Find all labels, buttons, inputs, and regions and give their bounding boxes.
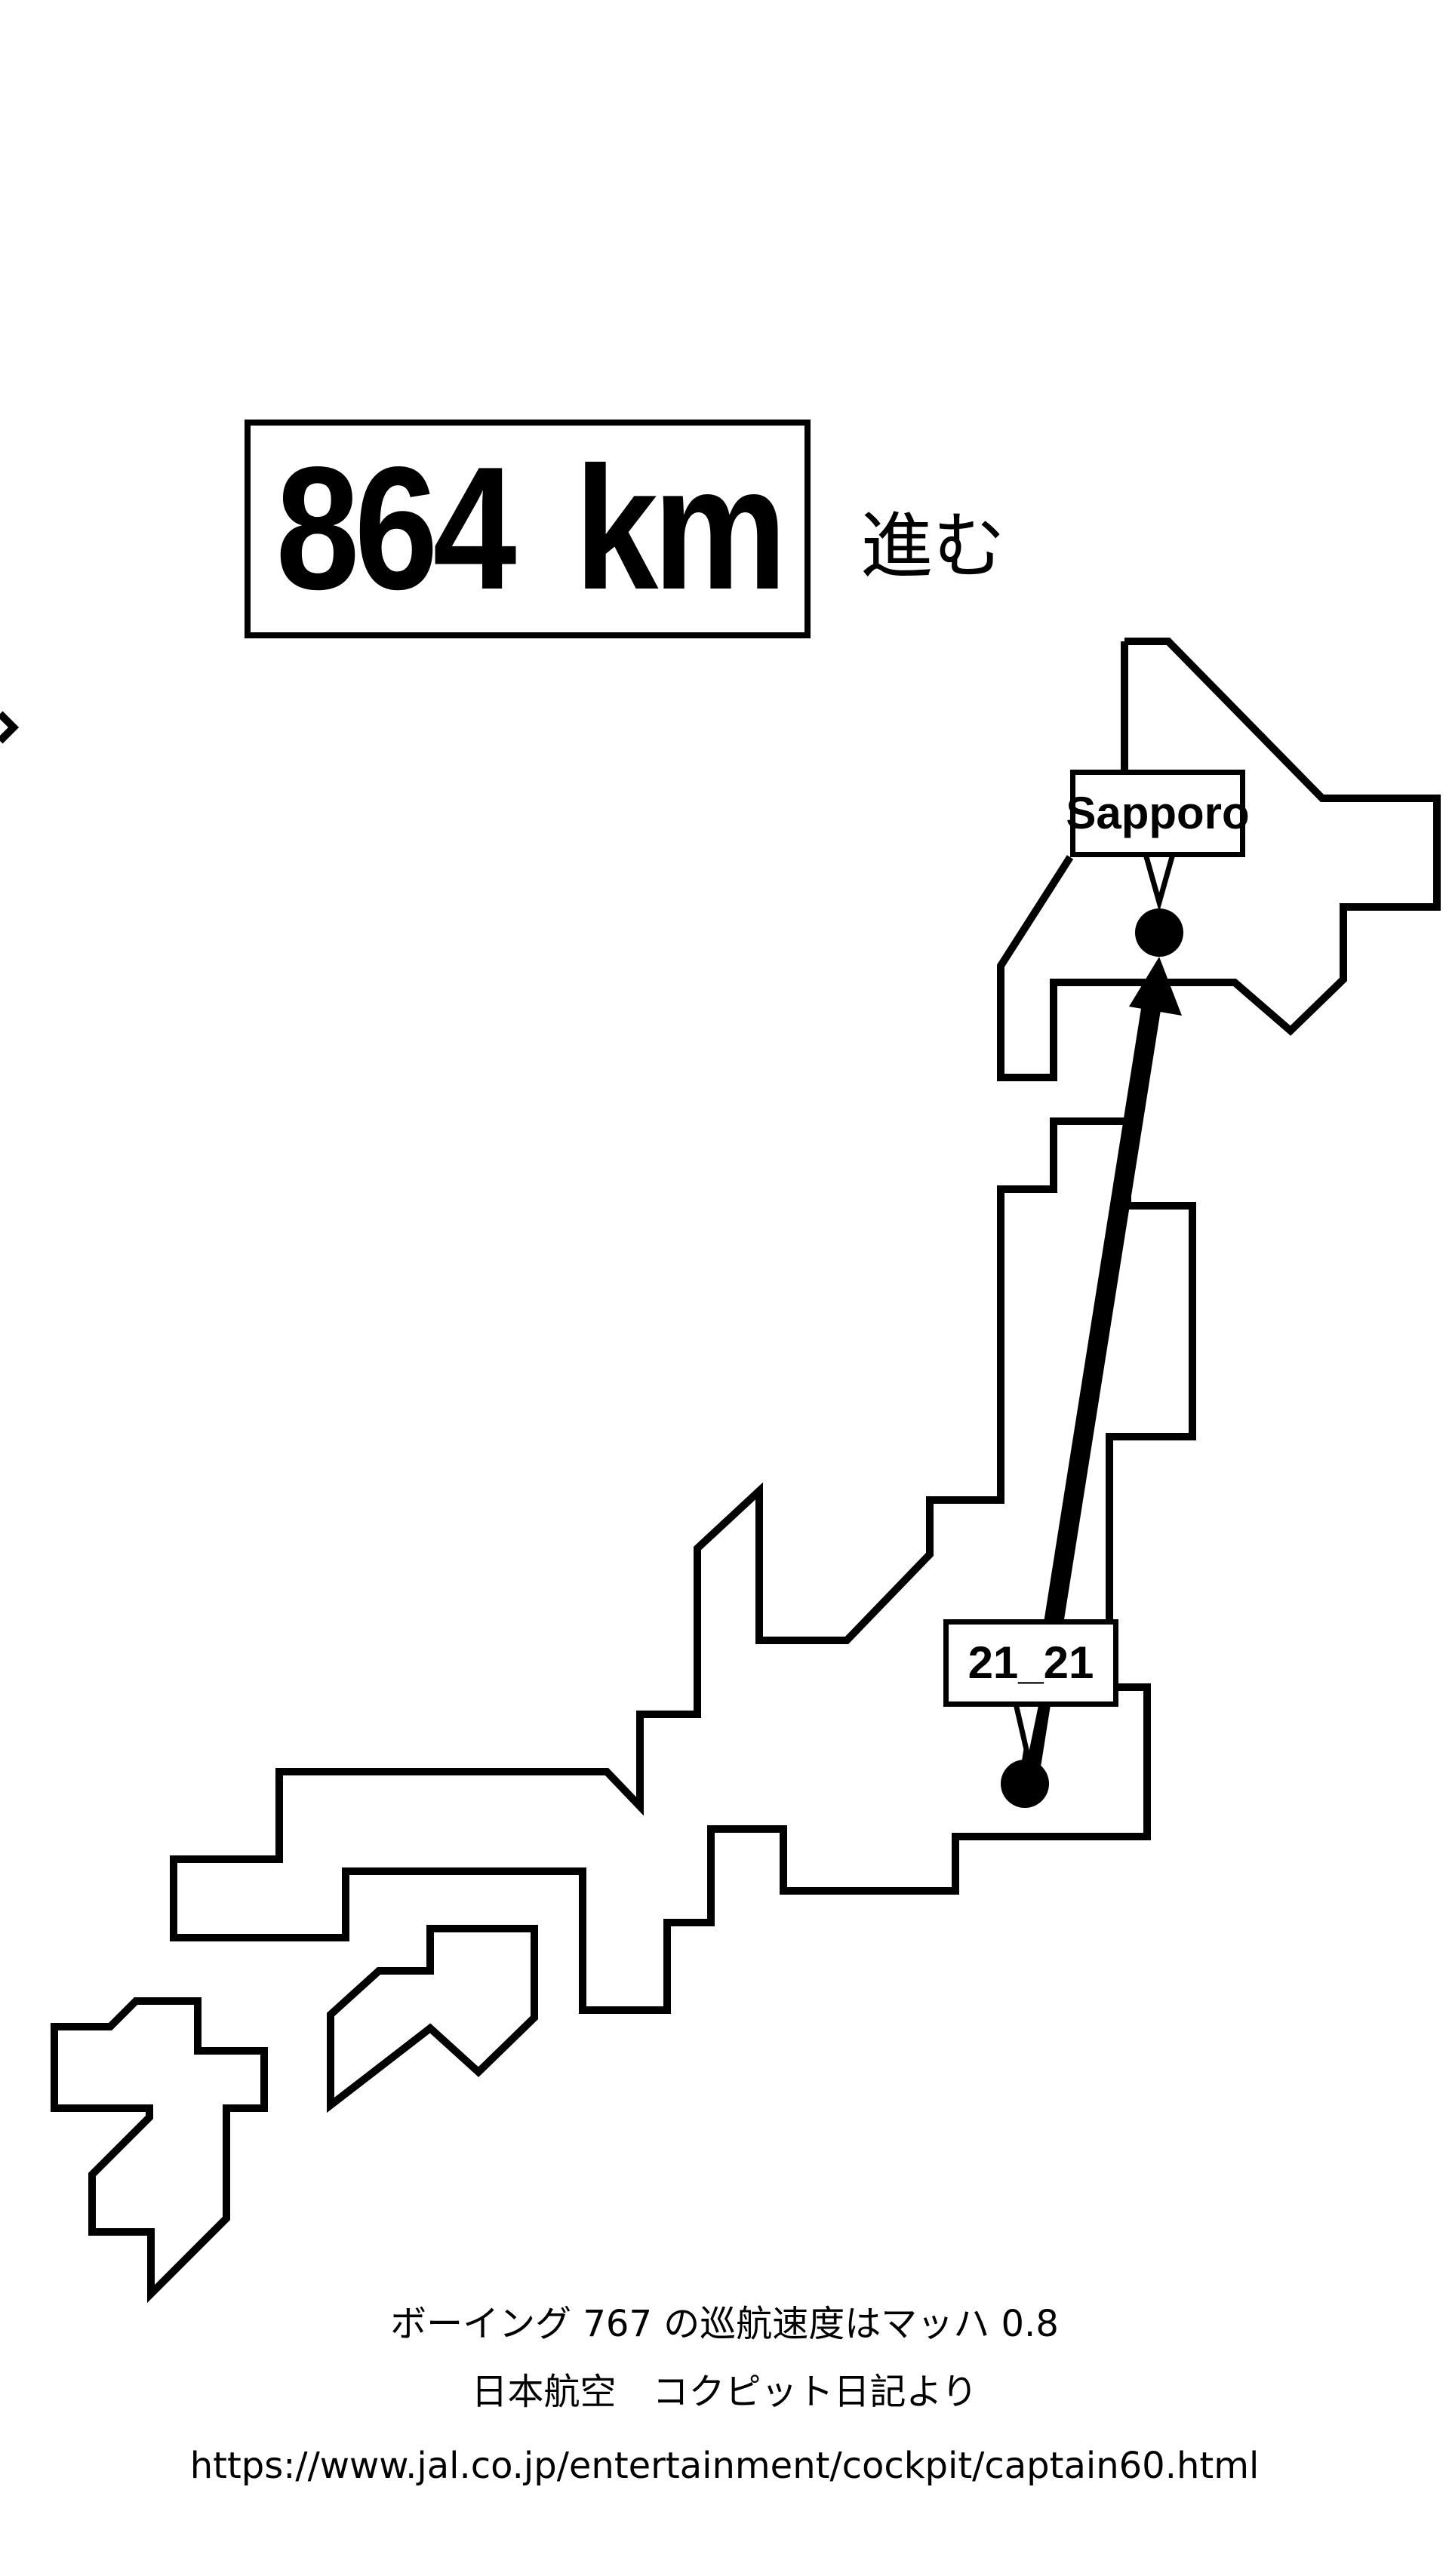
- distance-box: 864 km: [245, 420, 811, 638]
- caption-line-2: 日本航空 コクピット日記より: [471, 2371, 978, 2413]
- caption-source-url: https://www.jal.co.jp/entertainment/cock…: [189, 2445, 1260, 2487]
- kyushu-outline: [51, 1997, 268, 2304]
- destination-label: Sapporo: [1066, 770, 1250, 857]
- honshu-outline: [170, 1117, 1196, 2014]
- sapporo-dot: [1135, 908, 1183, 957]
- partial-coastline: [0, 711, 20, 744]
- origin-dot: [1001, 1760, 1049, 1808]
- caption-line-1: ボーイング 767 の巡航速度はマッハ 0.8: [390, 2303, 1059, 2345]
- route-arrowhead: [1129, 957, 1182, 1016]
- distance-value: 864: [275, 431, 516, 626]
- shikoku-outline: [327, 1925, 538, 2113]
- distance-suffix: 進む: [860, 504, 1005, 589]
- sapporo-label-pointer: [1142, 851, 1177, 912]
- origin-label: 21_21: [943, 1619, 1118, 1707]
- hokkaido-outline: [997, 638, 1441, 1081]
- distance-unit: km: [574, 431, 786, 626]
